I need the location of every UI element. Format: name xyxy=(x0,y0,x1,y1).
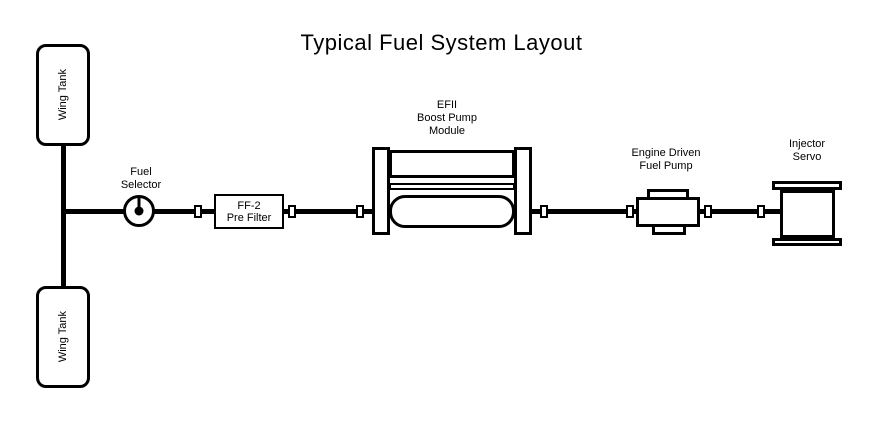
engine-pump-label: Engine Driven Fuel Pump xyxy=(631,147,701,172)
fitting-before-engine-pump xyxy=(626,205,634,218)
pipe-tanks-to-selector xyxy=(61,209,126,214)
pipe-bottom-tank-up xyxy=(61,209,66,289)
diagram-title: Typical Fuel System Layout xyxy=(300,30,583,55)
fitting-before-prefilter xyxy=(194,205,202,218)
prefilter-box: FF-2 Pre Filter xyxy=(214,194,284,229)
pipe-top-tank-down xyxy=(61,144,66,214)
boost-module-pump-body xyxy=(389,195,515,228)
boost-module-left-plate xyxy=(372,147,390,235)
fitting-after-boost-module xyxy=(540,205,548,218)
boost-module-top-channel xyxy=(389,150,515,178)
fitting-before-boost-module xyxy=(356,205,364,218)
wing-tank-top-label: Wing Tank xyxy=(57,69,69,121)
injector-servo-bottom-flange xyxy=(772,238,842,246)
wing-tank-bottom-label: Wing Tank xyxy=(57,311,69,363)
injector-servo-top-flange xyxy=(772,181,842,190)
fuel-selector-label: Fuel Selector xyxy=(120,166,162,191)
fuel-selector-center xyxy=(134,206,144,216)
fuel-selector-handle xyxy=(137,198,141,212)
boost-module-right-plate xyxy=(514,147,532,235)
injector-servo-label: Injector Servo xyxy=(788,138,826,163)
wing-tank-top: Wing Tank xyxy=(36,44,90,146)
fitting-after-engine-pump xyxy=(704,205,712,218)
boost-module-label: EFII Boost Pump Module xyxy=(417,99,477,137)
injector-servo-body xyxy=(780,190,835,238)
fitting-before-injector-servo xyxy=(757,205,765,218)
boost-module-mid-channel xyxy=(389,183,515,190)
fuel-selector-valve xyxy=(123,195,155,227)
prefilter-label-line2: Pre Filter xyxy=(226,211,272,224)
fitting-after-prefilter xyxy=(288,205,296,218)
engine-pump-body xyxy=(636,197,700,227)
wing-tank-bottom: Wing Tank xyxy=(36,286,90,388)
prefilter-label-line1: FF-2 xyxy=(237,199,261,212)
